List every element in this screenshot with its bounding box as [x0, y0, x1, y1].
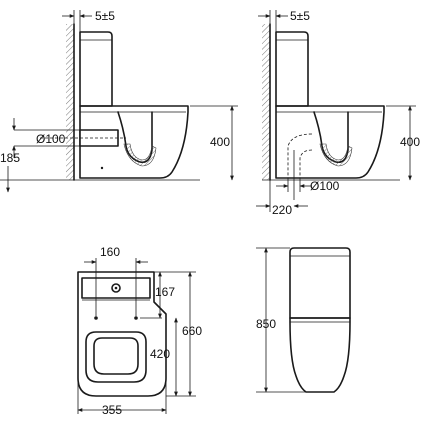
- dim-wall-gap: 5±5: [95, 9, 115, 23]
- dim-rear-outlet-offset: 220: [272, 203, 292, 217]
- dim-tank-to-hole: 167: [155, 285, 175, 299]
- trap-hatch: [123, 143, 157, 167]
- wall-hatch: [66, 24, 74, 180]
- side-view-floor-outlet: 5±5 400 Ø100 220: [256, 9, 420, 217]
- dim-wall-gap-2: 5±5: [290, 9, 310, 23]
- dim-outlet-diameter: Ø100: [36, 132, 66, 146]
- dim-total-height: 850: [256, 317, 276, 331]
- dim-seat-height: 400: [210, 135, 230, 149]
- dim-floor-outlet-diameter: Ø100: [310, 179, 340, 193]
- seat-outline: [85, 331, 147, 383]
- dim-seat-height-2: 400: [400, 135, 420, 149]
- dim-tank-hole-spacing: 160: [100, 245, 120, 259]
- cistern-outline: [79, 31, 113, 107]
- seat-opening: [93, 337, 139, 375]
- dim-bowl-width: 355: [102, 403, 122, 417]
- top-view: 160 167 660 420 355: [77, 245, 202, 417]
- flush-button: [111, 283, 121, 293]
- trap-outline: [117, 111, 153, 164]
- front-tank-outline: [289, 247, 351, 319]
- dim-total-depth: 660: [182, 324, 202, 338]
- plan-outline: [77, 271, 167, 397]
- side-view-wall-outlet: 5±5 Ø100 185 400: [0, 9, 238, 193]
- bowl-outline: [79, 105, 189, 179]
- dim-outlet-height: 185: [0, 151, 20, 165]
- front-view: 850: [256, 247, 351, 393]
- dim-hole-to-front: 420: [150, 347, 170, 361]
- front-bowl-outline: [289, 317, 351, 393]
